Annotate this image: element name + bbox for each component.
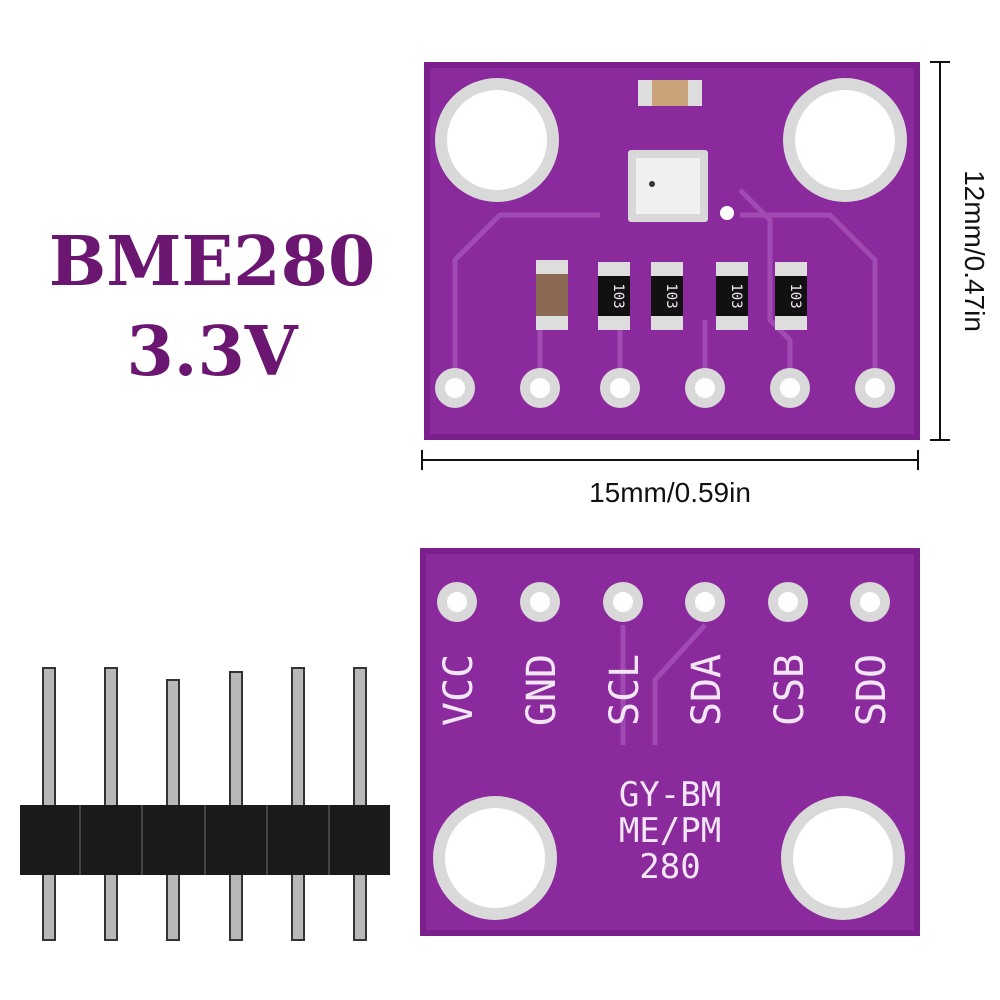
capacitor [638,80,702,106]
top-board: 103 103 103 103 [424,62,920,440]
bottom-board: VCC GND SCL SDA CSB SDO GY-BM ME/PM 280 [420,548,920,936]
height-label: 12mm/0.47in [959,170,990,332]
pin-label-sda: SDA [684,654,730,726]
resistor: 103 [716,262,748,330]
pin-label-gnd: GND [519,654,565,726]
product-voltage: 3.3V [126,312,298,392]
svg-text:103: 103 [728,283,744,308]
height-dimension-line [930,61,950,441]
board-label-line3: 280 [639,847,700,887]
pin-label-vcc: VCC [436,654,482,726]
pin-header [20,667,390,941]
product-name: BME280 [49,222,376,302]
pin-label-csb: CSB [767,654,813,726]
resistor: 103 [775,262,807,330]
resistor: 103 [598,262,630,330]
width-label: 15mm/0.59in [589,477,751,508]
svg-text:103: 103 [787,283,803,308]
resistor: 103 [651,262,683,330]
pin-label-sdo: SDO [849,654,895,726]
svg-text:103: 103 [610,283,626,308]
capacitor [536,260,568,330]
width-dimension-line [421,450,919,470]
pin-label-scl: SCL [602,654,648,726]
board-label-line1: GY-BM [619,775,721,815]
board-label-line2: ME/PM [619,811,721,851]
svg-text:103: 103 [663,283,679,308]
